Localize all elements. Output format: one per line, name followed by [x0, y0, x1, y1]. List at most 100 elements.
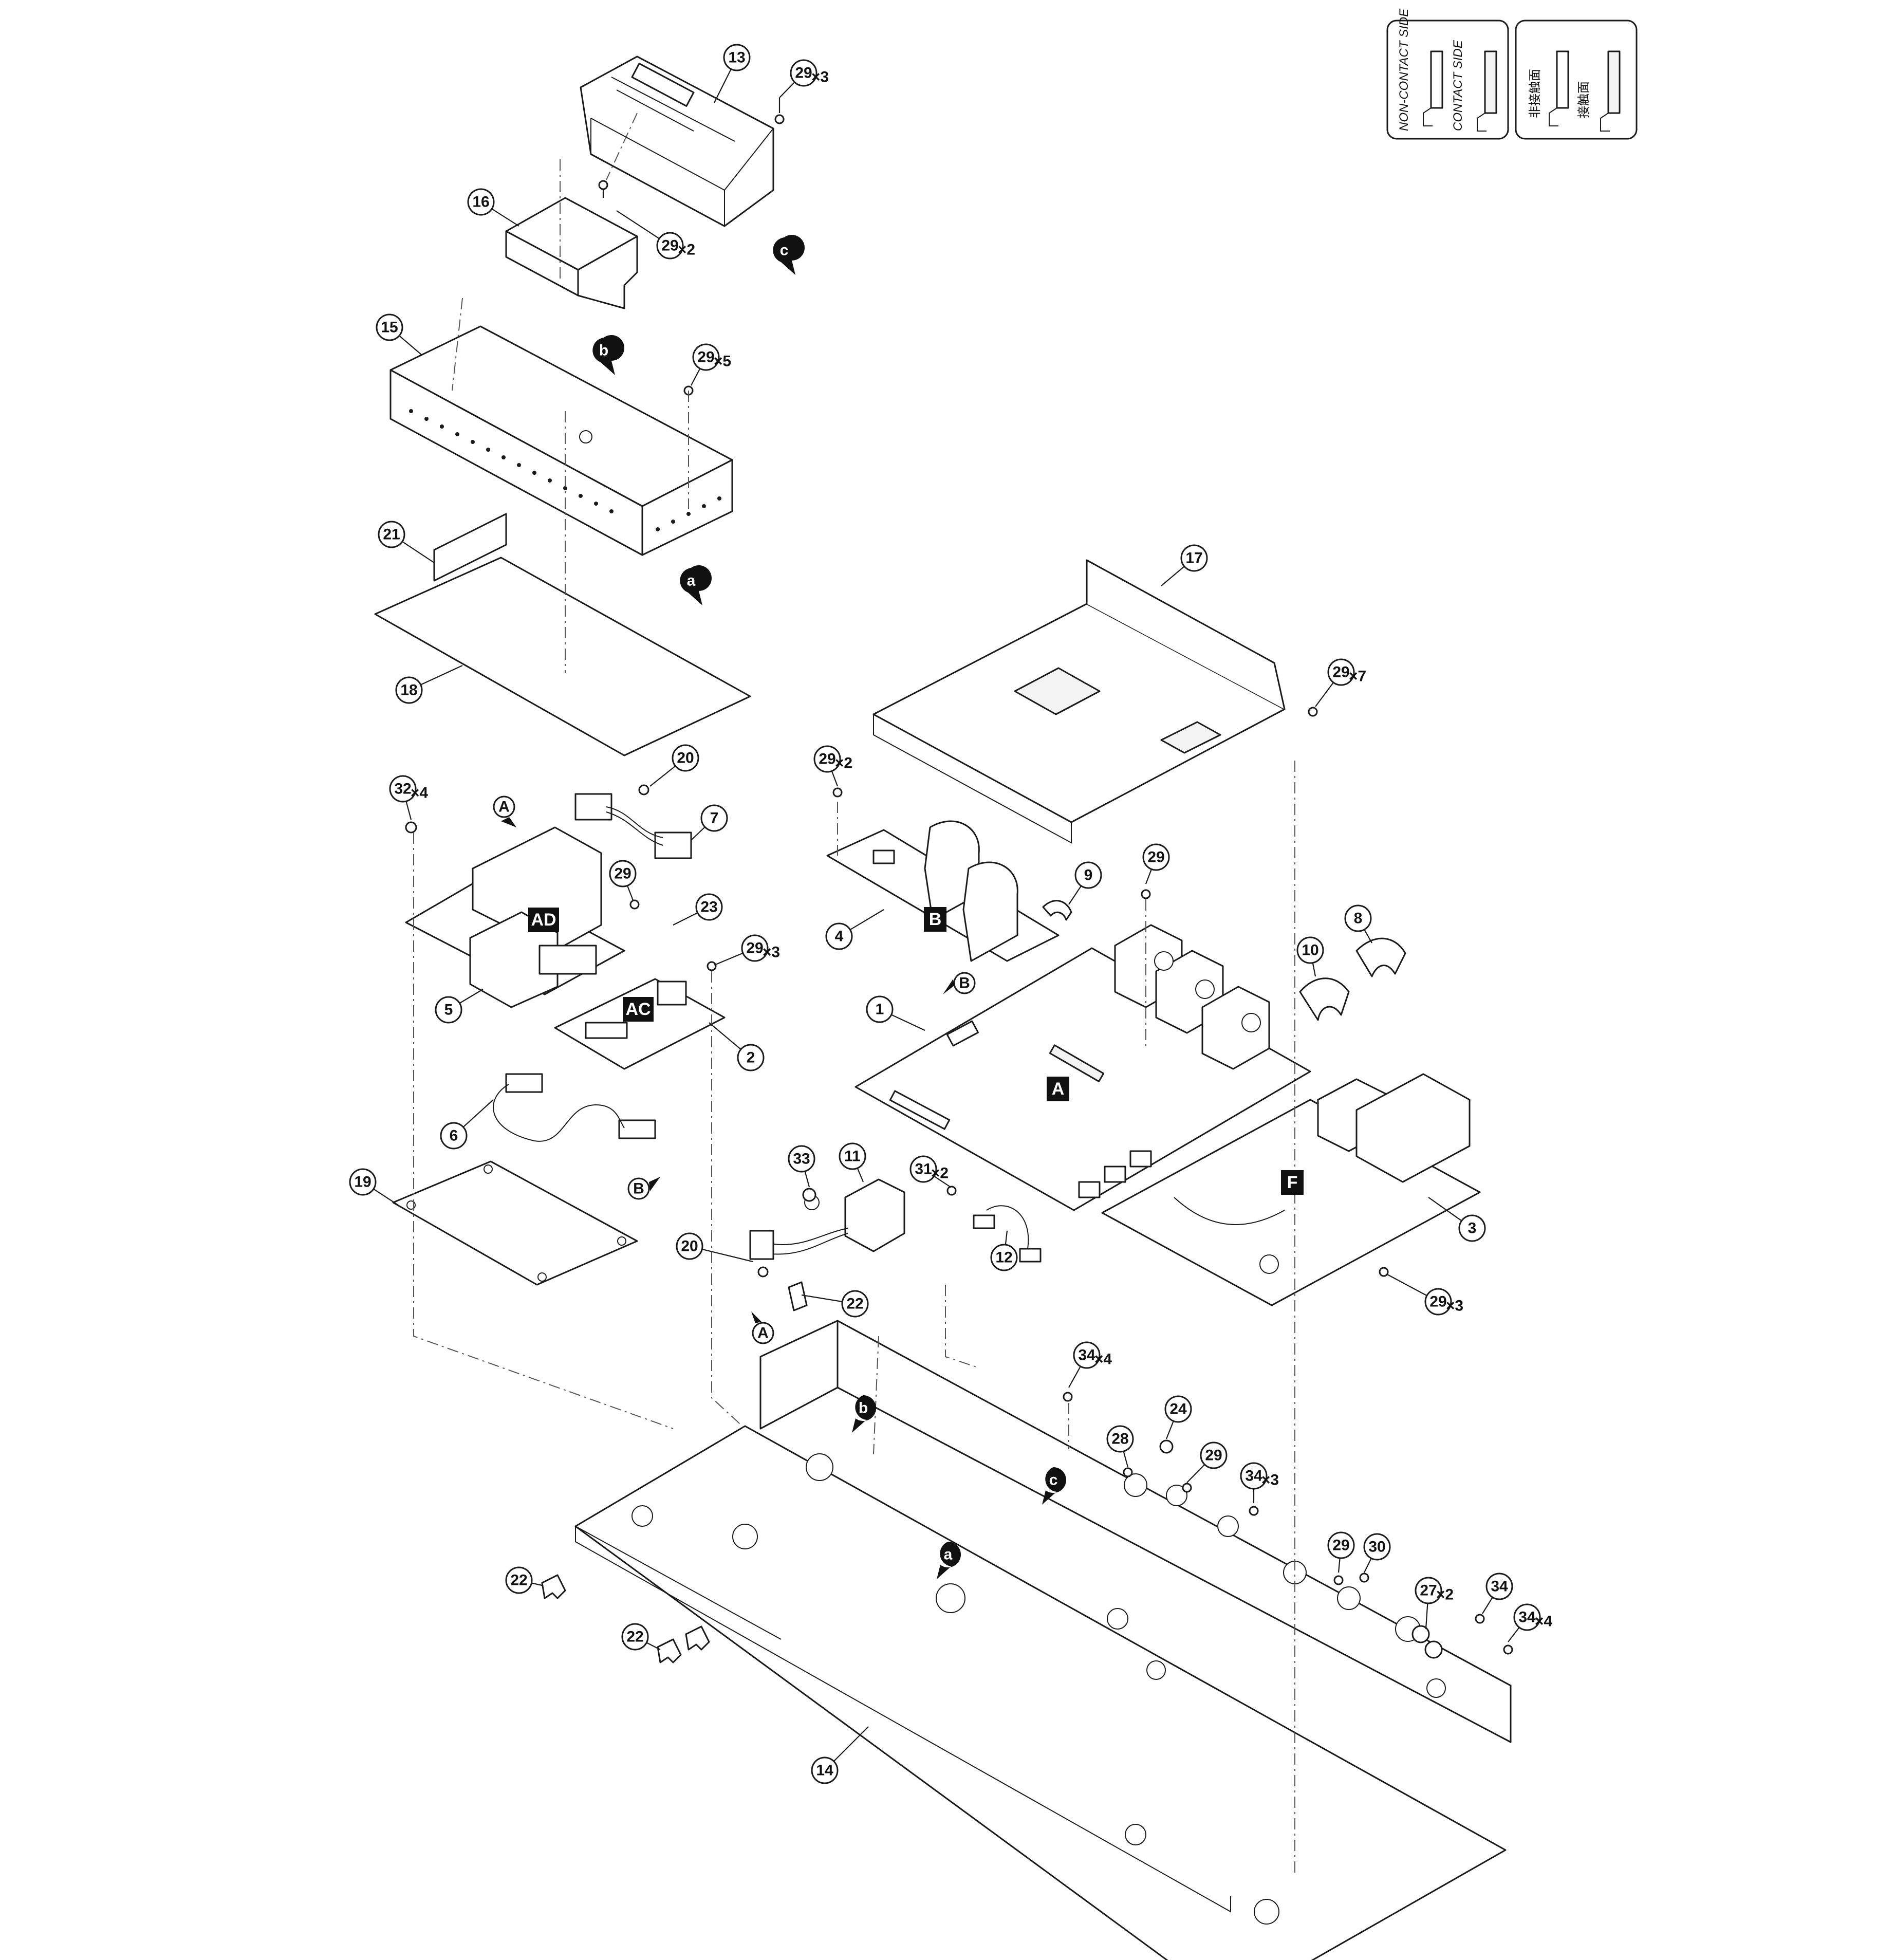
- flat-cable-10: [1299, 977, 1350, 1021]
- connector-ref-b-lower-text: B: [633, 1180, 644, 1197]
- board-f-3: [1101, 1073, 1481, 1306]
- callout-bubble: [440, 1122, 468, 1150]
- callout-bubble: [1073, 1341, 1101, 1369]
- callout-34: 34×4: [1508, 1603, 1552, 1642]
- callout-7: 7: [691, 804, 728, 841]
- callout-number: 33: [793, 1151, 810, 1168]
- callout-number: 27: [1420, 1582, 1437, 1599]
- callout-bubble: [349, 1168, 377, 1196]
- callout-17: 17: [1161, 544, 1208, 586]
- pin-marker-a-top: a: [680, 565, 712, 605]
- connector-ref-b-upper-text: B: [959, 975, 970, 992]
- callout-bubble: [700, 804, 728, 832]
- callout-quantity: ×2: [678, 242, 695, 258]
- callout-bubble: [1180, 544, 1208, 572]
- board-label-f-text: F: [1287, 1173, 1298, 1192]
- callout-number: 22: [626, 1629, 643, 1645]
- callout-number: 19: [354, 1174, 371, 1191]
- pin-marker-c-bottom-text: c: [1049, 1472, 1058, 1489]
- callout-number: 34: [1518, 1609, 1536, 1626]
- callout-quantity: ×2: [931, 1165, 949, 1182]
- callout-bubble: [1513, 1603, 1541, 1631]
- callout-29: 29×2: [813, 745, 852, 787]
- callout-bubble: [1485, 1573, 1513, 1600]
- connector-ref-a-lower: A: [751, 1311, 774, 1344]
- top-bracket-13: [580, 56, 774, 227]
- assembly-lines: [413, 113, 1295, 1876]
- legend-jp-non-contact-label: 非接触面: [1528, 69, 1542, 118]
- callout-bubble: [435, 996, 462, 1024]
- callout-bubble: [841, 1290, 869, 1318]
- callout-16: 16: [467, 188, 519, 227]
- legend-strip-sketches: [1423, 50, 1621, 132]
- callout-bubble: [1074, 861, 1102, 889]
- callout-number: 16: [472, 194, 489, 211]
- pin-marker-a-top-text: a: [687, 572, 696, 589]
- callout-quantity: ×3: [763, 944, 780, 961]
- callout-bubble: [1164, 1395, 1192, 1423]
- board-label-b-text: B: [929, 910, 942, 929]
- callout-22: 22: [621, 1623, 661, 1651]
- callout-number: 8: [1354, 910, 1363, 927]
- callout-number: 7: [710, 810, 719, 827]
- callout-bubble: [811, 1756, 839, 1784]
- callout-bubble: [1415, 1577, 1442, 1604]
- callout-34: 34: [1482, 1573, 1513, 1614]
- connector-ref-b-upper: B: [943, 972, 976, 994]
- legend-contact-label: CONTACT SIDE: [1451, 40, 1465, 131]
- callout-29: 29×3: [714, 934, 780, 966]
- callout-number: 34: [1245, 1468, 1262, 1485]
- callout-quantity: ×7: [1349, 668, 1366, 685]
- callout-bubble: [737, 1044, 765, 1071]
- callout-bubble: [672, 744, 699, 772]
- callout-bubble: [723, 44, 751, 71]
- callout-24: 24: [1164, 1395, 1192, 1439]
- callout-bubble: [866, 995, 894, 1023]
- callout-bubble: [467, 188, 495, 216]
- callout-8: 8: [1344, 904, 1372, 944]
- callout-bubble: [656, 232, 684, 260]
- shield-plate-16: [505, 197, 638, 309]
- callout-32: 32×4: [389, 775, 429, 820]
- callout-number: 24: [1169, 1401, 1187, 1418]
- callout-number: 28: [1111, 1431, 1128, 1448]
- pin-marker-b-bottom-text: b: [859, 1400, 868, 1417]
- callout-number: 20: [681, 1238, 698, 1255]
- callout-quantity: ×4: [411, 785, 429, 802]
- pin-marker-b-top-text: b: [599, 342, 608, 359]
- connector-ref-b-lower: B: [627, 1177, 660, 1200]
- callout-number: 22: [846, 1296, 863, 1312]
- callout-number: 15: [381, 319, 398, 336]
- board-label-ad-text: AD: [531, 910, 556, 930]
- connector-ref-a-lower-text: A: [757, 1325, 769, 1342]
- callout-27: 27×2: [1415, 1577, 1454, 1630]
- sheet-21: [433, 513, 507, 582]
- callout-31: 31×2: [909, 1155, 951, 1188]
- callout-number: 29: [819, 751, 835, 768]
- callout-3: 3: [1428, 1197, 1486, 1242]
- pin-marker-a-bottom-text: a: [944, 1546, 953, 1563]
- callout-34: 34×3: [1240, 1462, 1279, 1503]
- callout-2: 2: [709, 1022, 765, 1071]
- callout-bubble: [1200, 1441, 1228, 1469]
- callout-quantity: ×2: [835, 755, 852, 772]
- callout-29: 29: [1327, 1531, 1355, 1573]
- board-label-ad: AD: [528, 908, 559, 932]
- callout-bubble: [1240, 1462, 1268, 1490]
- callout-bubble: [505, 1566, 533, 1594]
- board-ac-2: [554, 978, 726, 1070]
- callout-quantity: ×2: [1436, 1586, 1454, 1603]
- top-plate-17: [872, 559, 1286, 844]
- callout-bubble: [1363, 1533, 1391, 1561]
- callout-bubble: [692, 343, 720, 371]
- board-label-ac: AC: [623, 997, 654, 1022]
- callout-bubble: [376, 313, 403, 341]
- callout-bubble: [1327, 1531, 1355, 1559]
- callout-bubble: [825, 922, 853, 950]
- insulation-sheet-19: [392, 1160, 638, 1286]
- callout-22: 22: [505, 1566, 543, 1594]
- callout-13: 13: [714, 44, 751, 103]
- callout-bubble: [1458, 1214, 1486, 1242]
- callout-number: 13: [728, 49, 745, 66]
- board-label-ac-text: AC: [625, 1000, 651, 1019]
